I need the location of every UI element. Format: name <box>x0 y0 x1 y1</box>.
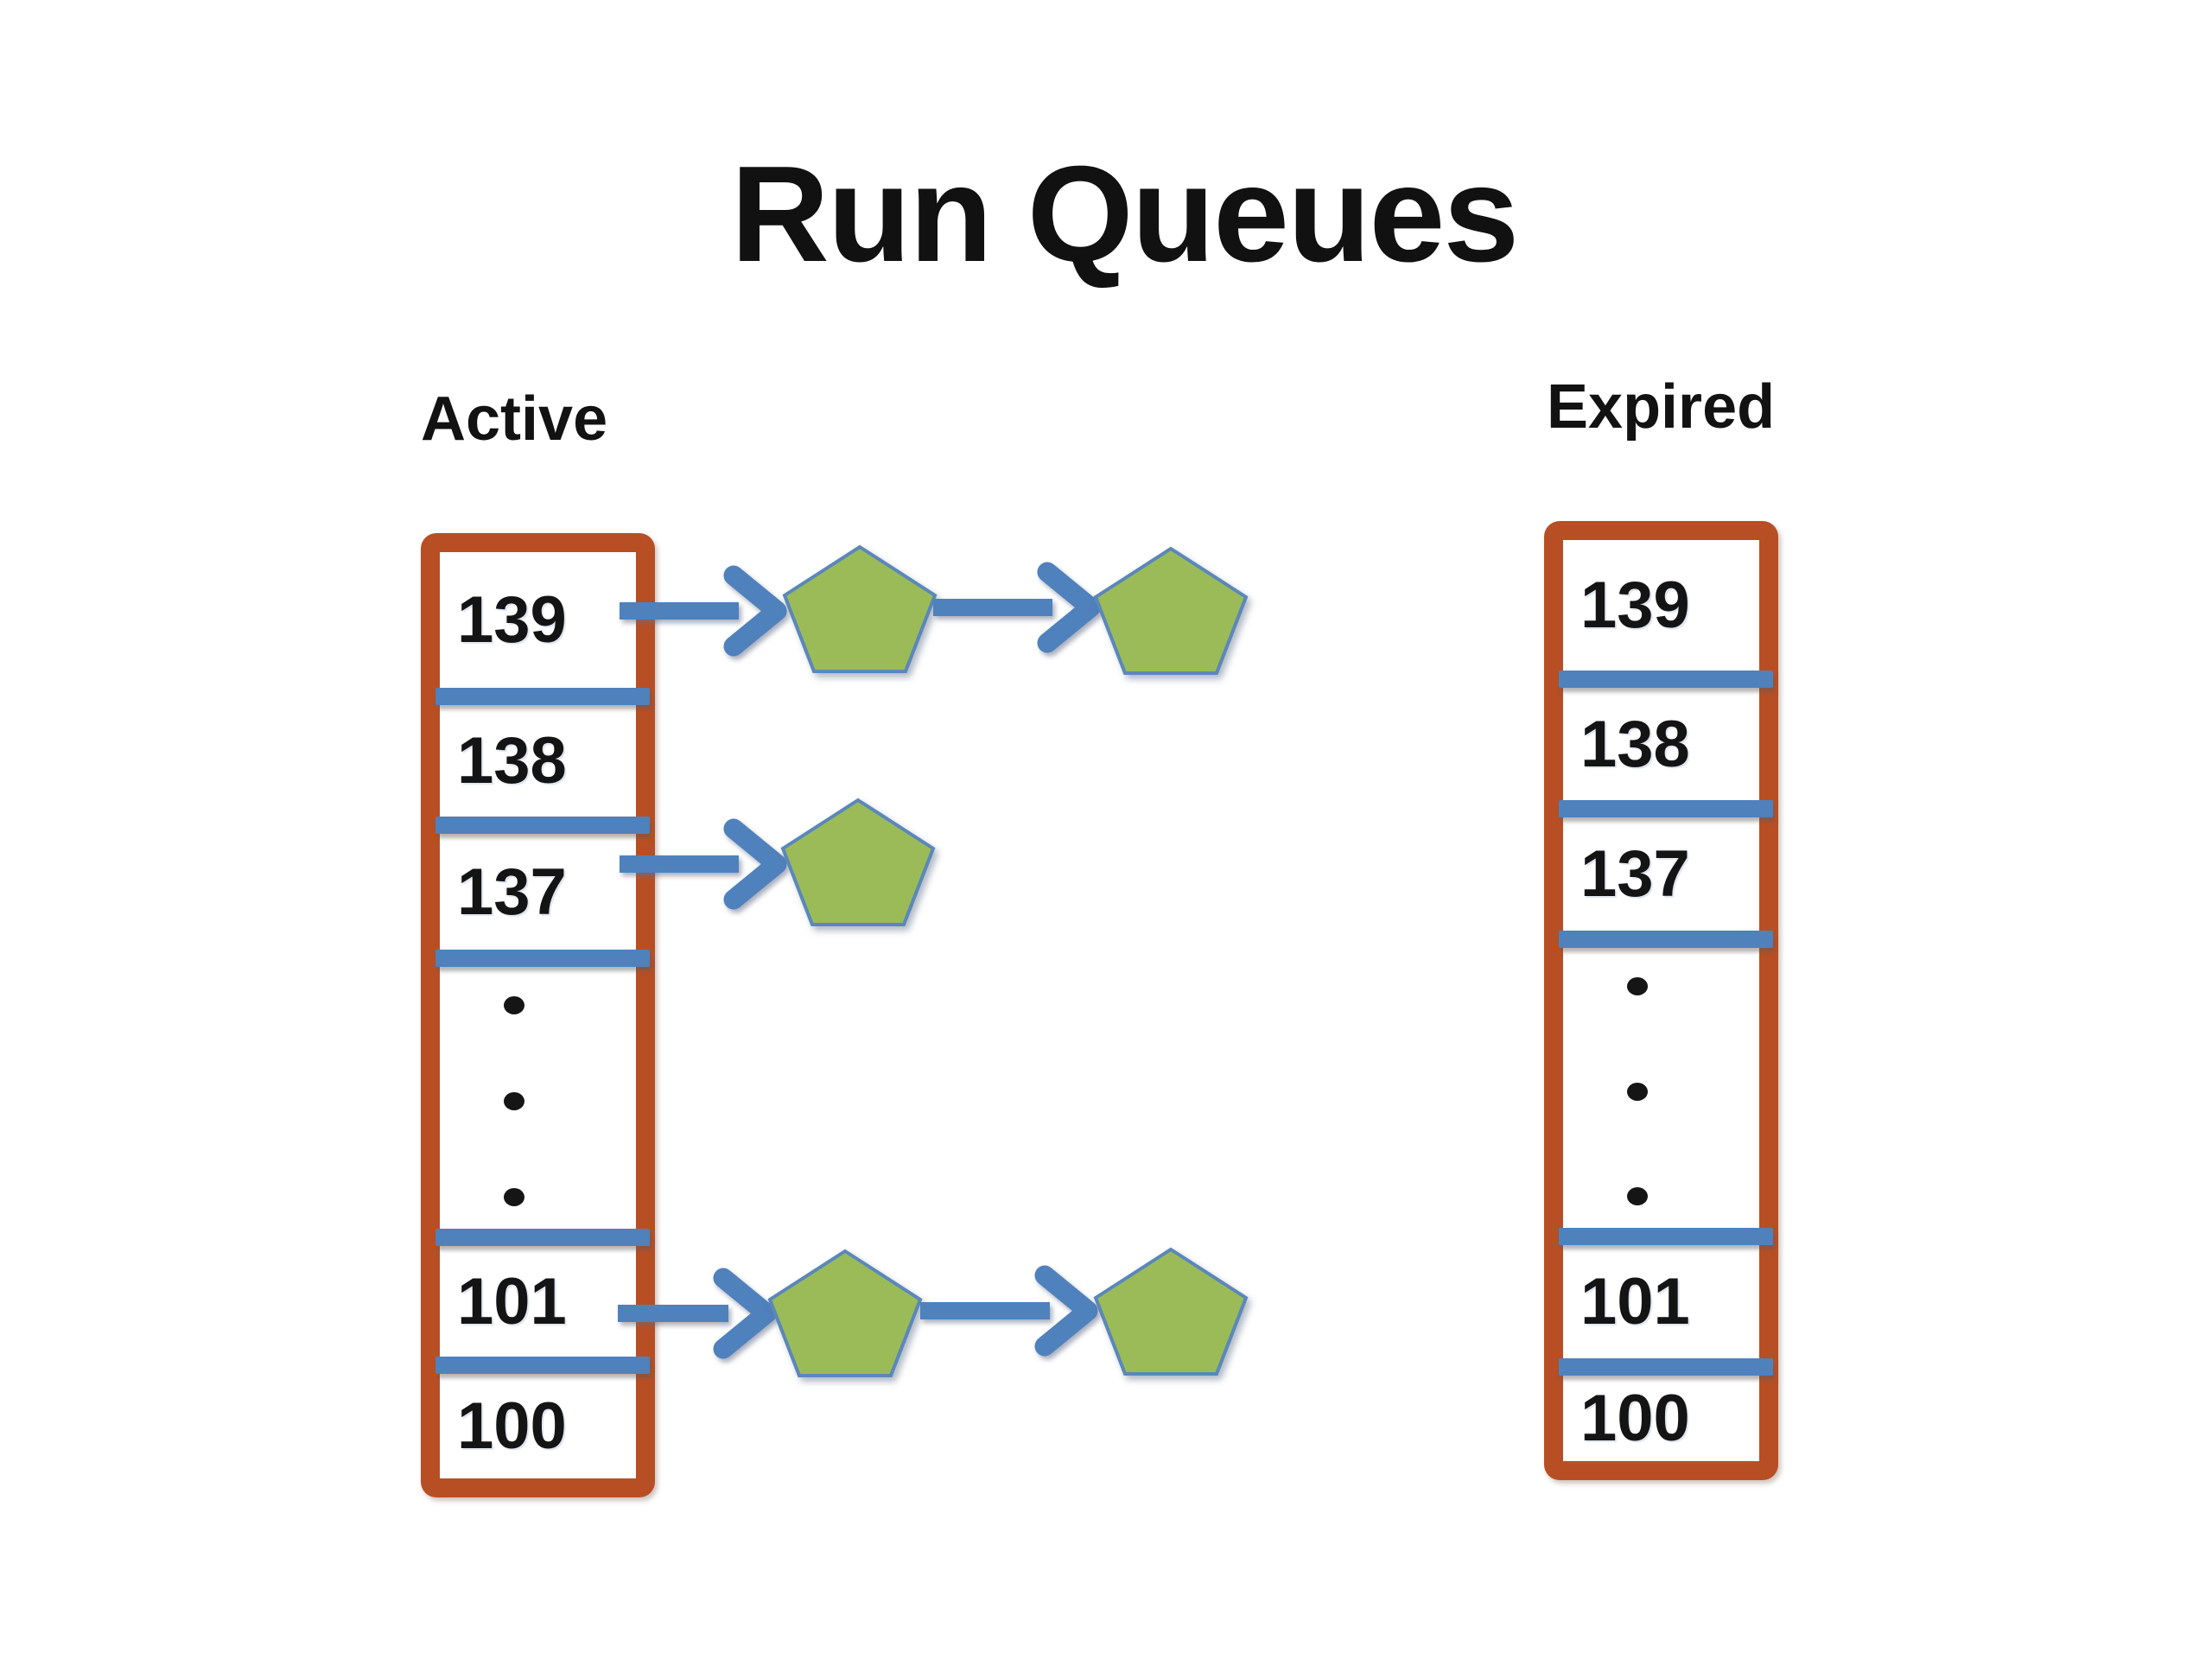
ellipsis-dot <box>504 1092 525 1110</box>
separator-bar <box>1559 931 1773 948</box>
priority-value: 139 <box>457 583 567 657</box>
ellipsis-dot <box>504 996 525 1014</box>
priority-cell-100: 100 <box>440 1374 636 1478</box>
ellipsis-dot <box>1627 977 1649 995</box>
flow-arrow-icon <box>620 818 787 910</box>
priority-value: 138 <box>457 724 567 798</box>
priority-cell-138: 138 <box>440 705 636 817</box>
priority-value: 100 <box>457 1389 567 1463</box>
separator-bar <box>1559 800 1773 817</box>
priority-value: 138 <box>1580 707 1690 781</box>
active-queue-label: Active <box>421 385 608 454</box>
separator-bar <box>435 817 650 834</box>
priority-cell-100: 100 <box>1563 1376 1759 1461</box>
separator-bar <box>435 688 650 705</box>
expired-queue-label: Expired <box>1547 372 1776 442</box>
flow-arrow-icon <box>933 562 1101 653</box>
priority-cell-139: 139 <box>1563 540 1759 671</box>
priority-cell-137: 137 <box>1563 817 1759 931</box>
process-pentagon <box>767 1249 923 1377</box>
priority-value: 137 <box>1580 837 1690 911</box>
ellipsis-cell <box>1563 948 1713 1228</box>
flow-arrow-icon <box>620 565 787 657</box>
priority-value: 137 <box>457 855 567 929</box>
priority-value: 101 <box>457 1264 567 1338</box>
expired-queue-box: 139 138 137 101 100 <box>1544 521 1778 1480</box>
priority-value: 101 <box>1580 1265 1690 1338</box>
priority-cell-137: 137 <box>440 834 636 950</box>
flow-arrow-icon <box>920 1265 1098 1357</box>
page-title: Run Queues <box>730 138 1520 290</box>
separator-bar <box>1559 1228 1773 1245</box>
priority-cell-139: 139 <box>440 552 636 688</box>
separator-bar <box>1559 671 1773 688</box>
ellipsis-dot <box>504 1188 525 1206</box>
priority-cell-101: 101 <box>440 1246 636 1357</box>
ellipsis-cell <box>440 967 589 1229</box>
flow-arrow-icon <box>618 1268 777 1359</box>
separator-bar <box>1559 1358 1773 1376</box>
separator-bar <box>435 950 650 967</box>
process-pentagon <box>1093 546 1249 675</box>
priority-value: 139 <box>1580 569 1690 642</box>
separator-bar <box>435 1229 650 1246</box>
separator-bar <box>435 1357 650 1374</box>
ellipsis-dot <box>1627 1082 1649 1101</box>
ellipsis-dot <box>1627 1187 1649 1205</box>
priority-value: 100 <box>1580 1382 1690 1455</box>
process-pentagon <box>1093 1247 1249 1376</box>
priority-cell-138: 138 <box>1563 688 1759 800</box>
active-queue-box: 139 138 137 101 100 <box>421 533 655 1497</box>
process-pentagon <box>782 544 938 673</box>
priority-cell-101: 101 <box>1563 1245 1759 1358</box>
process-pentagon <box>780 798 936 926</box>
